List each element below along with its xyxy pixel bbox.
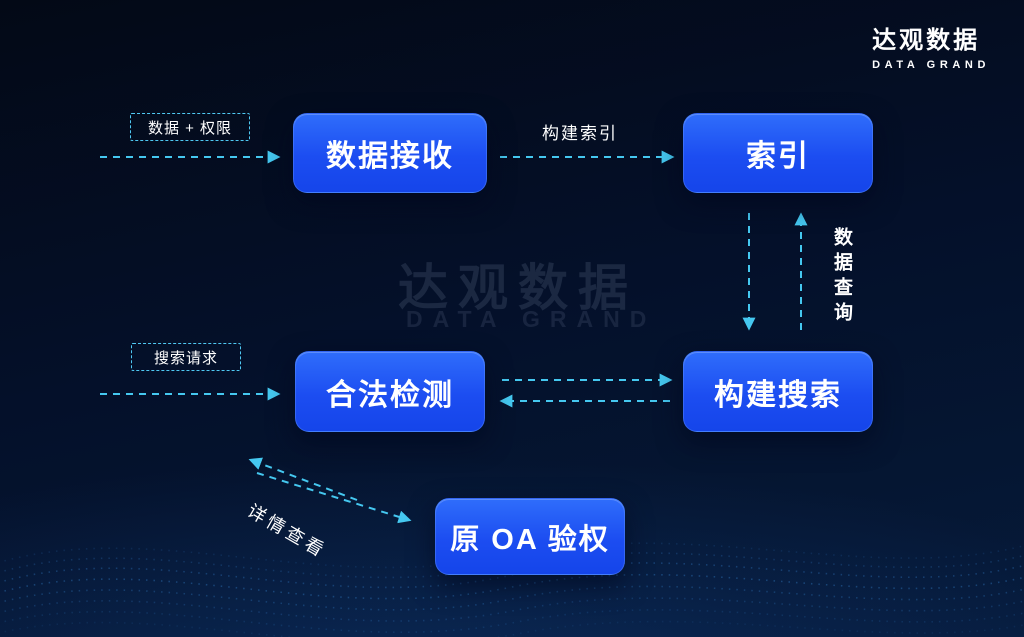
tag-data-permission-label: 数据 + 权限	[147, 119, 233, 137]
edge-label-build-index: 构建索引	[542, 124, 618, 143]
watermark-chinese: 达观数据	[398, 260, 638, 316]
node-oa-auth: 原 OA 验权	[435, 498, 625, 575]
brand-logo: 达观数据 DATA GRAND	[872, 27, 990, 72]
brand-logo-chinese: 达观数据	[872, 27, 981, 54]
watermark-english: DATA GRAND	[406, 306, 657, 332]
node-data-receive-label: 数据接收	[326, 140, 454, 173]
node-data-receive: 数据接收	[293, 113, 487, 193]
arrow-legal-to-oa	[256, 472, 412, 524]
arrow-oa-to-legal	[248, 457, 358, 501]
node-build-search-label: 构建搜索	[714, 378, 842, 412]
edge-label-data-query: 数据查询	[831, 227, 852, 327]
node-legality-check-label: 合法检测	[326, 378, 454, 412]
node-index-label: 索引	[746, 140, 810, 173]
node-build-search: 构建搜索	[683, 351, 873, 432]
node-index: 索引	[683, 113, 873, 193]
tag-search-request-label: 搜索请求	[153, 349, 218, 367]
tag-search-request: 搜索请求	[131, 343, 241, 371]
brand-logo-english: DATA GRAND	[872, 59, 990, 72]
node-legality-check: 合法检测	[295, 351, 485, 432]
tag-data-permission: 数据 + 权限	[130, 113, 250, 141]
node-oa-auth-label: 原 OA 验权	[450, 523, 610, 556]
